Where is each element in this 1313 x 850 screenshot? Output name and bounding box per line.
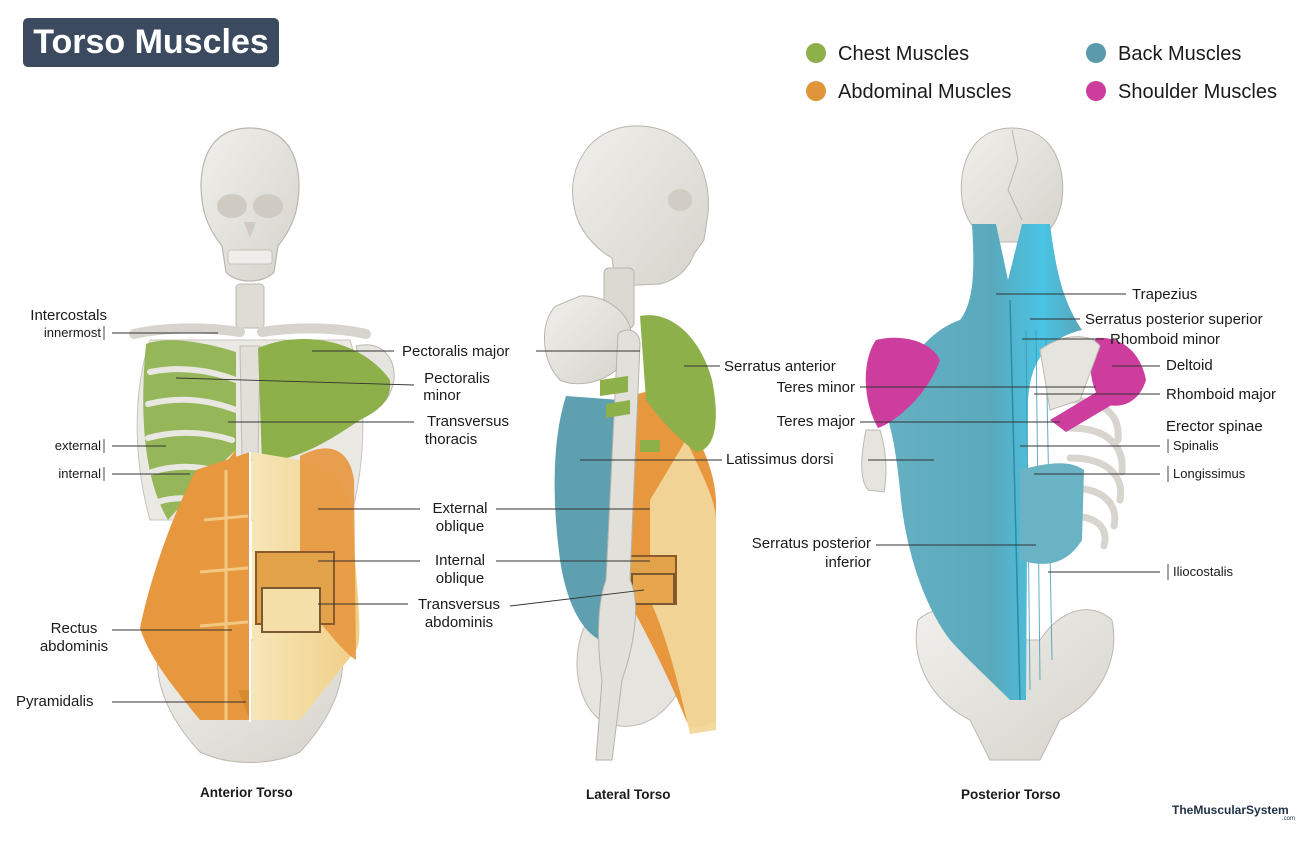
label-rectus: Rectus (50, 620, 98, 637)
legend-label: Abdominal Muscles (838, 81, 1012, 103)
shoulder-legend-swatch (1086, 81, 1106, 101)
label-rhomboid-minor: Rhomboid minor (1110, 331, 1221, 348)
caption-posterior: Posterior Torso (961, 787, 1061, 802)
label-rhomboid-major: Rhomboid major (1166, 386, 1277, 403)
teres-major-right (1050, 384, 1120, 432)
label-iliocostalis: Iliocostalis (1173, 564, 1233, 579)
posterior-figure (861, 127, 1146, 761)
legend-label: Back Muscles (1118, 43, 1242, 65)
label-longissimus: Longissimus (1173, 466, 1246, 481)
label-transversus-abdominis: abdominis (424, 614, 494, 631)
label-intercostals: Intercostals (30, 307, 107, 324)
rhomboid-major (1020, 463, 1084, 564)
label-external: External (432, 500, 488, 517)
label-trapezius: Trapezius (1132, 286, 1198, 303)
serratus-anterior (640, 315, 716, 452)
legend-item-shoulder: Shoulder Muscles (1086, 80, 1277, 104)
label-serratus-posterior-inferior: inferior (825, 554, 871, 571)
label-latissimus-dorsi: Latissimus dorsi (726, 451, 834, 468)
label-external-oblique: oblique (435, 518, 485, 535)
label-pectoralis: Pectoralis (424, 370, 490, 387)
anterior-figure (129, 127, 395, 763)
label-internal-oblique: oblique (435, 570, 485, 587)
label-deltoid: Deltoid (1166, 357, 1213, 374)
legend-label: Shoulder Muscles (1118, 81, 1277, 103)
lateral-humerus (595, 329, 641, 761)
label-transversus-2: Transversus (418, 596, 500, 613)
caption-lateral: Lateral Torso (586, 787, 671, 802)
label-intercostals-innermost: innermost (43, 325, 101, 340)
lateral-skull (572, 125, 709, 287)
label-teres-minor: Teres minor (776, 379, 855, 396)
label-spinalis: Spinalis (1173, 438, 1219, 453)
label-intercostals-external: external (54, 438, 101, 453)
page-title: Torso Muscles (23, 18, 279, 67)
label-transversus: Transversus (427, 413, 509, 430)
pyramidalis (238, 690, 250, 720)
chest-legend-swatch (806, 43, 826, 63)
label-serratus-posterior: Serratus posterior (751, 535, 871, 552)
label-pectoralis-minor: minor (423, 387, 461, 404)
pectoralis-major (258, 338, 391, 462)
label-serratus-anterior: Serratus anterior (724, 358, 836, 375)
label-internal: Internal (434, 552, 486, 569)
label-teres-major: Teres major (776, 413, 855, 430)
posterior-skull (960, 127, 1064, 243)
label-pectoralis-major: Pectoralis major (402, 343, 510, 360)
lateral-figure (544, 125, 716, 761)
label-intercostals-internal: internal (58, 466, 101, 481)
legend-item-back: Back Muscles (1086, 42, 1241, 66)
label-erector-spinae: Erector spinae (1166, 418, 1263, 435)
back-legend-swatch (1086, 43, 1106, 63)
label-transversus-thoracis: thoracis (424, 431, 478, 448)
anterior-skull (200, 127, 300, 282)
legend-item-abdominal: Abdominal Muscles (806, 80, 1011, 104)
label-serratus-posterior-superior: Serratus posterior superior (1085, 311, 1263, 328)
brand-logo: TheMuscularSystem (1172, 803, 1289, 817)
brand-logo-suffix: .com (1282, 816, 1296, 822)
label-pyramidalis: Pyramidalis (16, 693, 94, 710)
label-rectus-abdominis: abdominis (39, 638, 109, 655)
caption-anterior: Anterior Torso (200, 785, 293, 800)
legend-label: Chest Muscles (838, 43, 970, 65)
trapezius (884, 224, 1082, 700)
deltoid-left (865, 337, 940, 428)
legend-item-chest: Chest Muscles (806, 42, 969, 66)
abdominal-legend-swatch (806, 81, 826, 101)
